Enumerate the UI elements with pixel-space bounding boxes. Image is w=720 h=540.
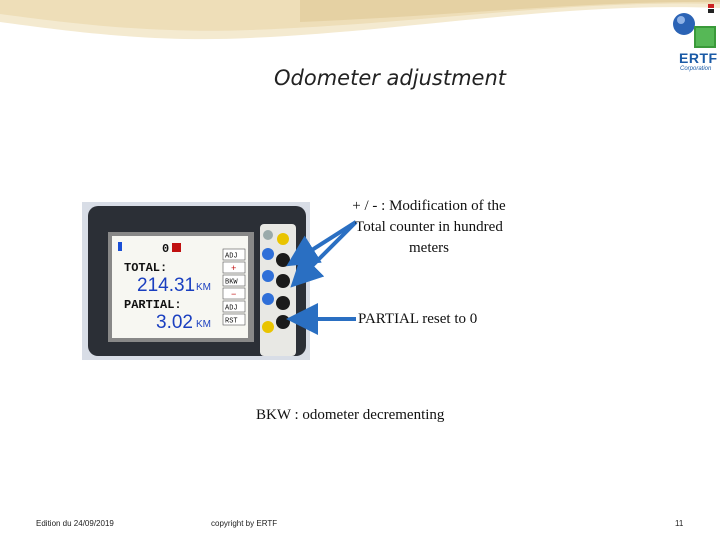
key-label-bkw: BKW (225, 279, 238, 287)
key-label-rst: RST (225, 318, 238, 326)
screen-partial-unit: KM (196, 319, 211, 330)
note-partial-reset: PARTIAL reset to 0 (358, 311, 478, 327)
note-plus-minus: + / - : Modification of the Total counte… (352, 198, 506, 256)
footer-edition: Edition du 24/09/2019 (36, 519, 114, 528)
note-bkw: BKW : odometer decrementing (256, 407, 445, 423)
header-swoosh (0, 0, 720, 40)
logo-name: ERTF (679, 50, 718, 66)
screen-total-unit: KM (196, 282, 211, 293)
odometer-device: 0 TOTAL: 214.31 KM PARTIAL: 3.02 KM ADJ … (82, 202, 310, 360)
slide-title: Odometer adjustment (274, 66, 506, 90)
key-label-plus: + (231, 264, 236, 274)
screen-total-value: 214.31 (137, 275, 195, 296)
globe-logo-icon (673, 4, 716, 48)
screen-total-label: TOTAL: (124, 261, 167, 275)
screen-top-value: 0 (162, 242, 169, 256)
key-label-adj-2: ADJ (225, 305, 238, 313)
key-label-minus: − (231, 290, 236, 300)
screen-partial-label: PARTIAL: (124, 298, 182, 312)
screen-partial-value: 3.02 (156, 312, 193, 333)
key-label-adj: ADJ (225, 253, 238, 261)
footer-copyright: copyright by ERTF (211, 519, 278, 528)
logo-subtitle: Corporation (680, 66, 712, 72)
page-number: 11 (675, 519, 684, 528)
